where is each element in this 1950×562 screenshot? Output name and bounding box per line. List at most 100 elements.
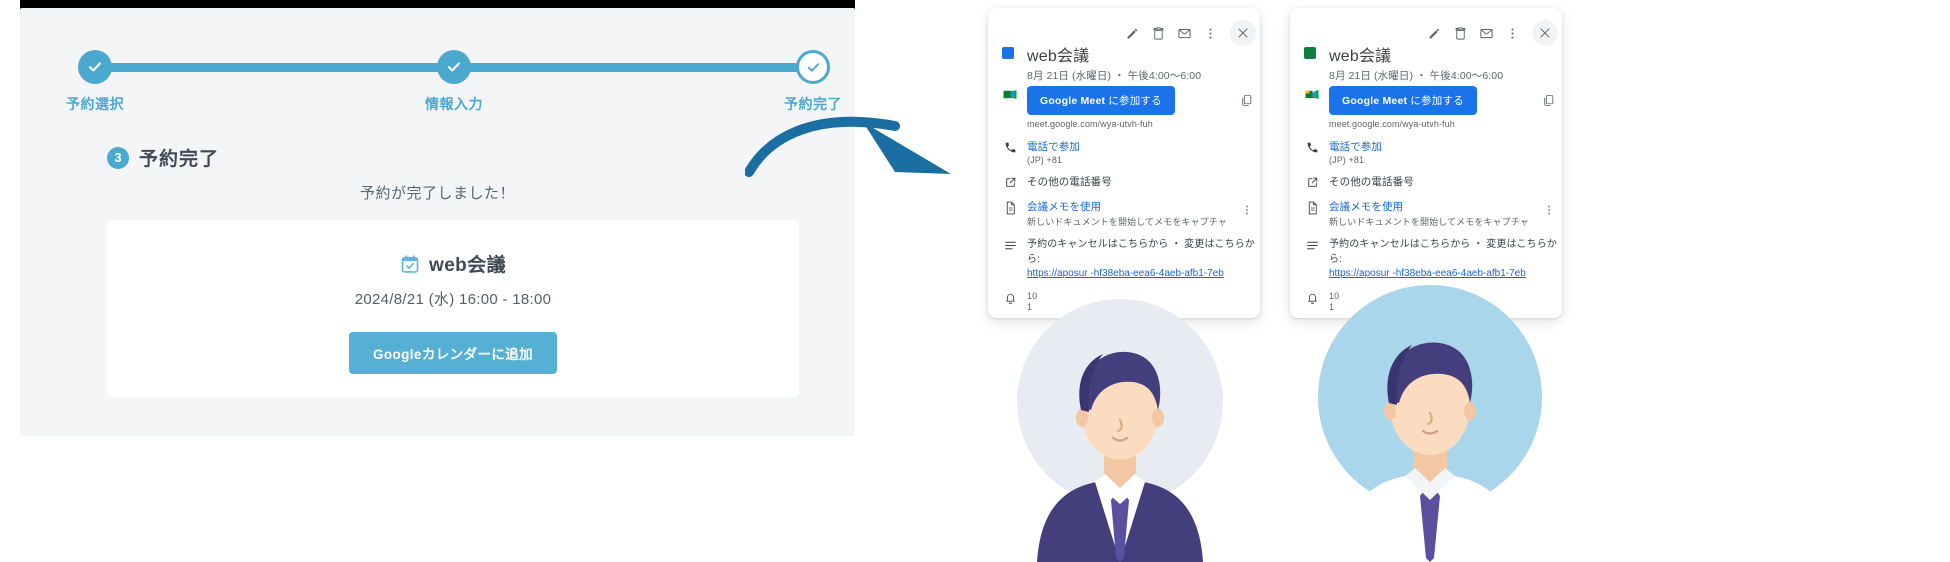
meeting-datetime: 2024/8/21 (水) 16:00 - 18:00 — [354, 291, 552, 308]
calendar-event-popup-1: web会議 8月 21日 (水曜日) ・ 午後4:00〜6:00 — [988, 8, 1260, 318]
event-title: web会議 — [1329, 48, 1392, 65]
pencil-icon[interactable] — [1422, 21, 1446, 45]
popup-1-rows: Google Meet に参加する meet.google.com/wya-ut… — [999, 86, 1257, 318]
description-link[interactable]: https://aposur -hf38eba-eea6-4aeb-afb1-7… — [1027, 268, 1224, 279]
description-lines-icon — [1301, 238, 1323, 251]
close-icon[interactable] — [1230, 20, 1256, 46]
meet-url: meet.google.com/wya-utvh-fuh — [1329, 119, 1455, 129]
more-phone-numbers[interactable]: その他の電話番号 — [1329, 176, 1414, 188]
popup-2-rows: Google Meet に参加する meet.google.com/wya-ut… — [1301, 86, 1559, 318]
meet-button-rest: に参加する — [1105, 95, 1162, 107]
booking-app-screen: 予約選択 情報入力 予約完了 3 — [20, 8, 855, 436]
description-row: 予約のキャンセルはこちらから ・ 変更はこちらから: https://aposu… — [1301, 238, 1559, 282]
event-datetime: 8月 21日 (水曜日) ・ 午後4:00〜6:00 — [1329, 70, 1504, 82]
reminder-row: 10 1 — [1301, 290, 1559, 312]
meeting-notes-row: 会議メモを使用 新しいドキュメントを開始してメモをキャプチャ — [999, 199, 1257, 228]
calendar-check-icon — [400, 254, 420, 274]
step-1-bubble — [78, 50, 112, 84]
meeting-notes-subtitle: 新しいドキュメントを開始してメモをキャプチャ — [1329, 217, 1529, 227]
progress-stepper: 予約選択 情報入力 予約完了 — [20, 36, 855, 116]
more-vertical-icon[interactable] — [1241, 203, 1253, 221]
more-vertical-icon[interactable] — [1500, 21, 1524, 45]
join-google-meet-button[interactable]: Google Meet に参加する — [1329, 86, 1477, 115]
stepper-step-1[interactable]: 予約選択 — [15, 36, 175, 114]
close-icon[interactable] — [1532, 20, 1558, 46]
description-row: 予約のキャンセルはこちらから ・ 変更はこちらから: https://aposu… — [999, 238, 1257, 282]
phone-number: (JP) +81 — [1027, 155, 1063, 165]
join-google-meet-button[interactable]: Google Meet に参加する — [1027, 86, 1175, 115]
section-heading: 3 予約完了 — [107, 144, 219, 171]
add-to-google-calendar-button[interactable]: Googleカレンダーに追加 — [348, 332, 558, 374]
popup-1-toolbar — [1120, 20, 1256, 46]
description-link[interactable]: https://aposur -hf38eba-eea6-4aeb-afb1-7… — [1329, 268, 1526, 279]
google-meet-icon — [1301, 86, 1323, 101]
description-text: 予約のキャンセルはこちらから ・ 変更はこちらから: — [1329, 239, 1557, 265]
description-text: 予約のキャンセルはこちらから ・ 変更はこちらから: — [1027, 239, 1255, 265]
curved-arrow-icon — [744, 110, 965, 195]
description-lines-icon — [999, 238, 1021, 251]
reservation-summary-card: web会議 2024/8/21 (水) 16:00 - 18:00 Google… — [107, 220, 799, 397]
more-vertical-icon[interactable] — [1543, 203, 1555, 221]
meeting-notes-row: 会議メモを使用 新しいドキュメントを開始してメモをキャプチャ — [1301, 199, 1559, 228]
external-link-icon — [1301, 174, 1323, 189]
meet-row: Google Meet に参加する meet.google.com/wya-ut… — [1301, 86, 1559, 129]
more-numbers-row: その他の電話番号 — [999, 174, 1257, 189]
businessman-illustration-2 — [1315, 232, 1545, 562]
completion-message: 予約が完了しました！ — [359, 185, 515, 202]
calendar-event-popup-2: web会議 8月 21日 (水曜日) ・ 午後4:00〜6:00 Google … — [1290, 8, 1562, 318]
stepper-step-3-label: 予約完了 — [784, 96, 842, 112]
phone-row: 電話で参加 (JP) +81 — [999, 139, 1257, 165]
businessman-illustration-1 — [1015, 242, 1225, 562]
meeting-title-row: web会議 — [107, 250, 799, 277]
use-meeting-notes-link[interactable]: 会議メモを使用 — [1329, 201, 1404, 213]
envelope-icon[interactable] — [1474, 21, 1498, 45]
stepper-step-2-label: 情報入力 — [425, 96, 483, 112]
check-icon — [446, 59, 462, 75]
document-icon — [999, 199, 1021, 215]
popup-1-header: web会議 8月 21日 (水曜日) ・ 午後4:00〜6:00 — [1002, 42, 1252, 83]
google-meet-icon — [999, 86, 1021, 101]
stepper-step-1-label: 予約選択 — [66, 96, 124, 112]
bell-icon — [999, 290, 1021, 306]
popup-2-header: web会議 8月 21日 (水曜日) ・ 午後4:00〜6:00 — [1304, 42, 1554, 83]
more-vertical-icon[interactable] — [1198, 21, 1222, 45]
check-icon — [806, 60, 821, 75]
more-numbers-row: その他の電話番号 — [1301, 174, 1559, 189]
trash-icon[interactable] — [1448, 21, 1472, 45]
trash-icon[interactable] — [1146, 21, 1170, 45]
pencil-icon[interactable] — [1120, 21, 1144, 45]
join-by-phone-link[interactable]: 電話で参加 — [1027, 141, 1080, 153]
stepper-step-3[interactable]: 予約完了 — [733, 36, 893, 114]
popup-2-toolbar — [1422, 20, 1558, 46]
event-color-chip — [1002, 47, 1014, 59]
reminder-line-1: 10 — [1329, 290, 1340, 301]
meet-button-rest: に参加する — [1407, 95, 1464, 107]
check-icon — [87, 59, 103, 75]
reminder-line-2: 1 — [1027, 301, 1033, 312]
envelope-icon[interactable] — [1172, 21, 1196, 45]
reminder-line-1: 10 — [1027, 290, 1038, 301]
copy-icon[interactable] — [1542, 94, 1555, 112]
phone-row: 電話で参加 (JP) +81 — [1301, 139, 1559, 165]
phone-icon — [999, 139, 1021, 154]
external-link-icon — [999, 174, 1021, 189]
phone-icon — [1301, 139, 1323, 154]
meeting-title: web会議 — [429, 255, 506, 276]
document-icon — [1301, 199, 1323, 215]
page-title: 予約完了 — [139, 149, 220, 170]
browser-chrome-strip — [20, 0, 855, 10]
meet-url: meet.google.com/wya-utvh-fuh — [1027, 119, 1153, 129]
use-meeting-notes-link[interactable]: 会議メモを使用 — [1027, 201, 1102, 213]
more-phone-numbers[interactable]: その他の電話番号 — [1027, 176, 1112, 188]
step-2-bubble — [437, 50, 471, 84]
event-title: web会議 — [1027, 48, 1090, 65]
reminder-line-2: 1 — [1329, 301, 1335, 312]
reminder-row: 10 1 — [999, 290, 1257, 312]
event-datetime: 8月 21日 (水曜日) ・ 午後4:00〜6:00 — [1027, 70, 1202, 82]
phone-number: (JP) +81 — [1329, 155, 1365, 165]
join-by-phone-link[interactable]: 電話で参加 — [1329, 141, 1382, 153]
meet-row: Google Meet に参加する meet.google.com/wya-ut… — [999, 86, 1257, 129]
stepper-step-2[interactable]: 情報入力 — [374, 36, 534, 114]
copy-icon[interactable] — [1240, 94, 1253, 112]
